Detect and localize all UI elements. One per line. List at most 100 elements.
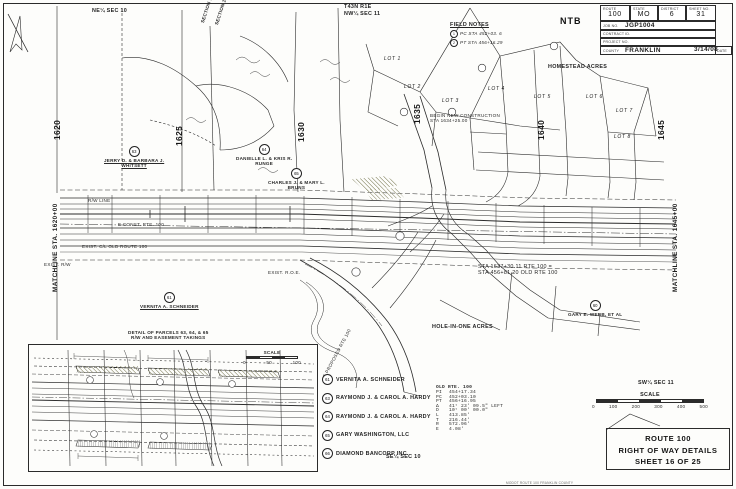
scale-tick: 300 xyxy=(654,404,663,410)
subdivision-label: HOLE-IN-ONE ACRES xyxy=(432,324,493,330)
field-note-marker: 2 xyxy=(450,38,458,47)
inset-easement-hatch xyxy=(150,442,212,449)
parcel-number-badge: 64 xyxy=(258,144,270,155)
parcel-number-badge: 61 xyxy=(163,292,175,303)
legend-parcel-badge: 66 xyxy=(322,448,333,459)
subdivision-label: HOMESTEAD ACRES xyxy=(548,64,608,70)
section-label: NW¼ SEC 11 xyxy=(344,11,381,17)
inset-taking-hatch xyxy=(76,366,138,373)
titleblock-col-route-label: ROUTE xyxy=(603,6,617,11)
parcel-number-badge: 63 xyxy=(128,146,140,157)
scale-tick: 500 xyxy=(699,404,708,410)
section-label: SW¼ SEC 11 xyxy=(638,380,674,386)
legend-owner-name: DIAMOND BANCORP INC. xyxy=(336,450,409,457)
plan-owner-label: 61 VERNITA A. SCHNEIDER xyxy=(140,292,199,309)
lot-label: LOT 7 xyxy=(616,108,633,114)
scale-tick: 0 xyxy=(592,404,595,410)
matchline-left-label: MATCHLINE STA. 1620+00 xyxy=(52,203,59,292)
owner-name-line1: JERRY D. & BARBARA J. xyxy=(104,158,165,163)
matchline-right-label: MATCHLINE STA. 1645+00 xyxy=(672,203,679,292)
titleblock-col-sheet-label: SHEET NO. xyxy=(689,6,710,11)
titleblock-project-label: PROJECT NO. xyxy=(603,40,629,44)
sheet-bottom-note: MODOT ROUTE 100 FRANKLIN COUNTY xyxy=(506,481,574,485)
inset-title-line2: R/W AND EASEMENT TAKINGS xyxy=(131,335,206,340)
plan-annotation: EXIST. C/L OLD ROUTE 100 xyxy=(82,244,148,249)
plan-owner-label: 60 GARY E. WEBB, ET AL xyxy=(568,300,622,317)
field-notes-heading: FIELD NOTES xyxy=(450,22,489,28)
curve-row-sym: E xyxy=(436,426,440,432)
plan-owner-label: 64 DANIELLE L. & KRIS R. RUNGE xyxy=(236,144,292,166)
section-label: T43N R1E xyxy=(344,4,372,10)
legend-owner-name: RAYMOND J. & CAROL A. HARDY xyxy=(336,395,431,401)
legend-owner-name: GARY WASHINGTON, LLC xyxy=(336,432,410,438)
legend-parcel-badge: 61 xyxy=(322,374,333,385)
inset-title-line1: DETAIL OF PARCELS 63, 64, & 65 xyxy=(128,330,209,335)
curve-row-val: 456+16.95 xyxy=(449,399,477,405)
titleblock-job-label: JOB NO. xyxy=(603,23,619,28)
equation-line2: STA 456+81.20 OLD RTE 100 xyxy=(478,270,558,276)
legend-owner-name: VERNITA A. SCHNEIDER xyxy=(336,376,405,383)
inset-title: DETAIL OF PARCELS 63, 64, & 65 R/W AND E… xyxy=(128,330,209,340)
sheet-title-box: ROUTE 100 RIGHT OF WAY DETAILS SHEET 16 … xyxy=(606,428,730,470)
owner-name-line1: DANIELLE L. & KRIS R. xyxy=(236,156,293,161)
curve-table-heading: OLD RTE. 100 xyxy=(436,385,473,390)
curve-row-sym: D xyxy=(436,408,440,414)
inset-scale-bar: SCALE 0 50 100 xyxy=(243,350,301,365)
titleblock-date: DATE xyxy=(716,46,732,55)
takings-hatch-area-2 xyxy=(364,188,404,200)
owner-name-line1: CHARLES J. & MARY L. xyxy=(268,180,325,185)
lot-label: LOT 6 xyxy=(586,94,603,100)
lot-label: LOT 8 xyxy=(614,134,631,140)
titleblock-row-contract: CONTRACT ID. xyxy=(600,30,716,38)
curve-row-sym: L xyxy=(436,413,440,419)
curve-row-sym: T xyxy=(436,417,440,423)
curve-row-val: 413.85' xyxy=(449,413,471,419)
titleblock-col-district-label: DISTRICT xyxy=(661,6,679,11)
new-construction-line2: STA 1634+25.00 xyxy=(430,118,468,123)
company-logo: NTB xyxy=(560,16,582,26)
scale-tick: 200 xyxy=(631,404,641,410)
curve-row-sym: R xyxy=(436,422,440,428)
titleblock-col-district-value: 6 xyxy=(669,10,675,18)
titleblock-date-value: 3/14/08 xyxy=(694,46,719,53)
station-label: 1620 xyxy=(52,119,62,140)
station-label: 1640 xyxy=(536,119,546,140)
legend-parcel-badge: 64 xyxy=(322,411,333,422)
titleblock-row-job: JOB NO. JGP1004 xyxy=(600,21,716,30)
legend-parcel-badge: 65 xyxy=(322,429,333,441)
sheet-border xyxy=(3,3,733,486)
new-construction-note: BEGIN NEW CONSTRUCTION STA 1634+25.00 xyxy=(430,113,500,123)
station-label: 1645 xyxy=(656,119,666,140)
station-label: 1625 xyxy=(174,125,184,146)
titleblock-col-state-label: STATE xyxy=(633,6,645,11)
parcel-number-badge: 60 xyxy=(589,300,601,311)
scale-tick: 100 xyxy=(609,404,618,410)
sheet-title-line2: RIGHT OF WAY DETAILS xyxy=(618,445,718,455)
title-block: NTB ROUTE 100 STATE MO DISTRICT 6 SHEET … xyxy=(556,5,732,55)
owner-name-line1: VERNITA A. SCHNEIDER xyxy=(140,304,199,309)
titleblock-col-route: ROUTE 100 xyxy=(600,5,630,21)
sheet-title-line3: SHEET 16 OF 25 xyxy=(634,457,702,466)
curve-row-val: 216.44' xyxy=(449,417,471,423)
legend-owner-name: RAYMOND J. & CAROL A. HARDY xyxy=(336,413,431,420)
titleblock-col-route-value: 100 xyxy=(608,10,622,18)
parcel-number-badge: 65 xyxy=(290,168,302,179)
field-note-text: PC STA 452+03. 6 xyxy=(460,31,502,36)
inset-scale-label: SCALE xyxy=(263,350,281,355)
plan-annotation: EXIST. R/W xyxy=(44,262,71,267)
titleblock-job-value: JGP1004 xyxy=(625,22,655,29)
scale-tick: 400 xyxy=(676,404,686,410)
titleblock-col-sheet-value: 31 xyxy=(696,10,706,18)
titleblock-date-label: DATE xyxy=(717,48,727,53)
titleblock-col-state-value: MO xyxy=(637,10,651,18)
scale-bar-label: SCALE xyxy=(640,392,660,398)
titleblock-col-sheet: SHEET NO. 31 xyxy=(686,5,716,21)
plan-annotation: R/W LINE xyxy=(88,198,111,203)
lot-label: LOT 1 xyxy=(384,56,401,62)
station-label: 1635 xyxy=(412,103,422,124)
lot-label: LOT 5 xyxy=(534,94,551,100)
title-box-leader xyxy=(605,413,661,431)
sheet-title-line1: ROUTE 100 xyxy=(645,434,691,443)
curve-row-val: 4.08' xyxy=(449,426,465,432)
